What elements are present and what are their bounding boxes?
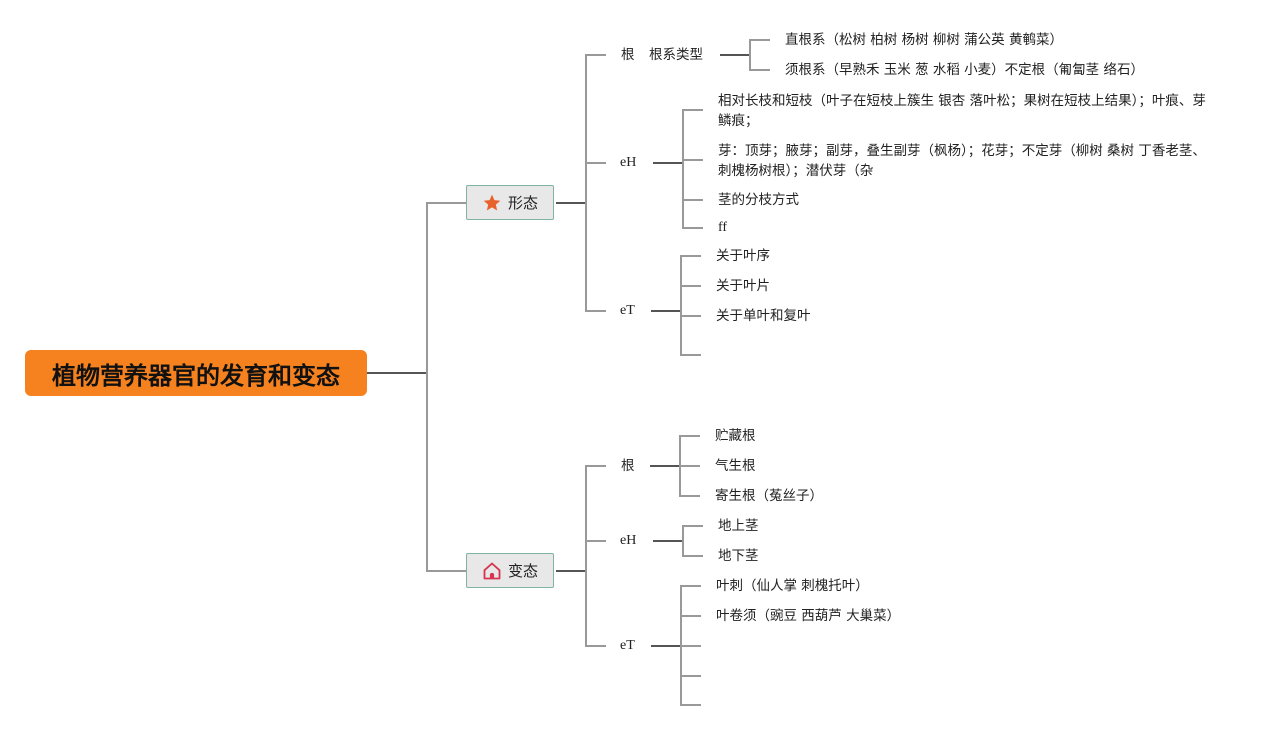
subtopic-taproot[interactable]: 直根系（松树 柏树 杨树 柳树 蒲公英 黄鹌菜） bbox=[785, 32, 1063, 48]
subtopic-phyllotaxy[interactable]: 关于叶序 bbox=[716, 248, 770, 264]
subtopic-simple-compound-leaf[interactable]: 关于单叶和复叶 bbox=[716, 308, 811, 324]
root-topic[interactable]: 植物营养器官的发育和变态 bbox=[25, 350, 367, 396]
topic-metamorphosis-label: 变态 bbox=[507, 562, 538, 580]
home-icon bbox=[483, 562, 501, 579]
topic-metamorphosis[interactable]: 变态 bbox=[466, 553, 554, 588]
topic-et[interactable]: eT bbox=[620, 303, 635, 318]
subtopic-leaf-blade[interactable]: 关于叶片 bbox=[716, 278, 770, 294]
topic-root-metamorphosis[interactable]: 根 bbox=[621, 458, 635, 474]
subtopic-fibrous-root[interactable]: 须根系（早熟禾 玉米 葱 水稻 小麦）不定根（匍匐茎 络石） bbox=[785, 62, 1144, 78]
subtopic-aboveground-stem[interactable]: 地上茎 bbox=[718, 518, 759, 534]
star-icon bbox=[483, 194, 501, 210]
connector-root-bracket bbox=[426, 202, 466, 572]
topic-et-metamorphosis[interactable]: eT bbox=[620, 638, 635, 653]
root-topic-label: 植物营养器官的发育和变态 bbox=[52, 361, 340, 390]
topic-morphology-label: 形态 bbox=[507, 194, 538, 212]
subtopic-buds[interactable]: 芽：顶芽；腋芽；副芽，叠生副芽（枫杨）；花芽；不定芽（柳树 桑树 丁香老茎、刺槐… bbox=[718, 143, 1206, 179]
subtopic-leaf-tendril[interactable]: 叶卷须（豌豆 西葫芦 大巢菜） bbox=[716, 608, 901, 624]
subtopic-storage-root[interactable]: 贮藏根 bbox=[715, 428, 756, 444]
subtopic-ff[interactable]: ff bbox=[718, 220, 728, 235]
subtopic-branching[interactable]: 茎的分枝方式 bbox=[718, 192, 799, 208]
subtopic-underground-stem[interactable]: 地下茎 bbox=[718, 548, 759, 564]
topic-root[interactable]: 根 bbox=[621, 47, 635, 63]
topic-eh[interactable]: eH bbox=[620, 155, 637, 170]
subtopic-leaf-spine[interactable]: 叶刺（仙人掌 刺槐托叶） bbox=[716, 578, 869, 594]
subtopic-parasitic-root[interactable]: 寄生根（菟丝子） bbox=[715, 488, 823, 504]
subtopic-aerial-root[interactable]: 气生根 bbox=[715, 458, 756, 474]
topic-eh-metamorphosis[interactable]: eH bbox=[620, 533, 637, 548]
topic-morphology[interactable]: 形态 bbox=[466, 185, 554, 220]
topic-root-system-type[interactable]: 根系类型 bbox=[649, 47, 703, 63]
subtopic-long-short-shoots[interactable]: 相对长枝和短枝（叶子在短枝上簇生 银杏 落叶松；果树在短枝上结果）；叶痕、芽鳞痕… bbox=[718, 93, 1206, 129]
